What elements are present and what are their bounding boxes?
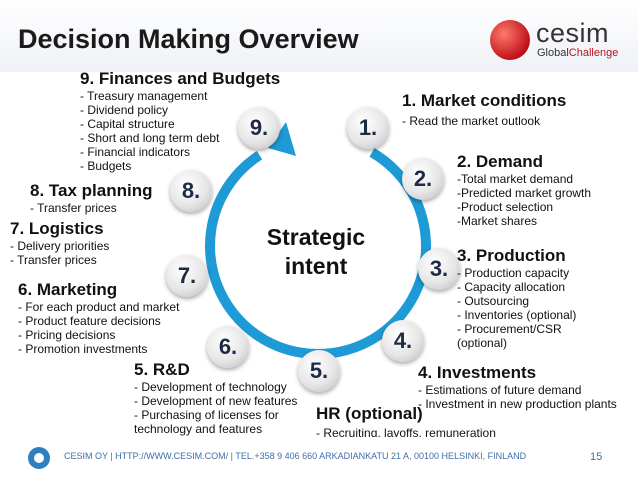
cesim-logo: cesim GlobalChallenge xyxy=(490,18,630,64)
section-tax: 8. Tax planning Transfer prices xyxy=(30,180,152,215)
production-extra: (optional) xyxy=(457,336,508,350)
globe-icon xyxy=(490,20,530,60)
hr-item: Recruiting, layoffs, remuneration xyxy=(316,426,496,440)
rnd-extra: technology and features xyxy=(134,422,263,436)
marketing-item: Pricing decisions xyxy=(18,328,179,342)
step-badge-4: 4. xyxy=(382,320,424,362)
footer-contact: CESIM OY | HTTP://WWW.CESIM.COM/ | TEL.+… xyxy=(64,451,527,461)
rnd-item: Purchasing of licenses for xyxy=(134,408,297,422)
section-logistics: 7. Logistics Delivery priorities Transfe… xyxy=(10,218,109,267)
production-heading: 3. Production xyxy=(457,246,566,265)
demand-item: -Market shares xyxy=(457,214,538,228)
section-marketing: 6. Marketing For each product and market… xyxy=(18,279,179,356)
finances-item: Budgets xyxy=(80,159,280,173)
investments-item: Estimations of future demand xyxy=(418,383,617,397)
production-item: Procurement/CSR xyxy=(457,322,576,336)
section-hr: HR (optional) Recruiting, layoffs, remun… xyxy=(316,403,496,440)
footer-bar: CESIM OY | HTTP://WWW.CESIM.COM/ | TEL.+… xyxy=(0,437,638,478)
marketing-item: For each product and market xyxy=(18,300,179,314)
production-item: Outsourcing xyxy=(457,294,576,308)
step-badge-8: 8. xyxy=(170,170,212,212)
logistics-item: Delivery priorities xyxy=(10,239,109,253)
cycle-ring xyxy=(205,133,431,359)
demand-item: -Predicted market growth xyxy=(457,186,592,200)
rnd-heading: 5. R&D xyxy=(134,360,190,379)
logo-sub-global: Global xyxy=(537,47,569,59)
cesim-mark-icon xyxy=(28,447,50,469)
demand-item: -Total market demand xyxy=(457,172,574,186)
step-badge-2: 2. xyxy=(402,158,444,200)
tax-heading: 8. Tax planning xyxy=(30,181,153,200)
logistics-heading: 7. Logistics xyxy=(10,219,104,238)
production-item: Capacity allocation xyxy=(457,280,576,294)
center-line-2: intent xyxy=(284,253,348,279)
section-finances: 9. Finances and Budgets Treasury managem… xyxy=(80,68,280,173)
market-item: Read the market outlook xyxy=(402,114,566,128)
logo-subtitle: GlobalChallenge xyxy=(537,47,618,59)
rnd-item: Development of new features xyxy=(134,394,297,408)
market-heading: 1. Market conditions xyxy=(402,91,567,110)
investments-item: Investment in new production plants xyxy=(418,397,616,411)
page-title: Decision Making Overview xyxy=(18,24,359,54)
logistics-item: Transfer prices xyxy=(10,253,109,267)
strategic-intent-label: Strategic intent xyxy=(248,223,384,281)
marketing-item: Promotion investments xyxy=(18,342,179,356)
hr-heading: HR (optional) xyxy=(316,404,423,423)
step-badge-5: 5. xyxy=(298,350,340,392)
section-investments: 4. Investments Estimations of future dem… xyxy=(418,362,617,411)
section-demand: 2. Demand -Total market demand -Predicte… xyxy=(457,151,591,228)
finances-item: Treasury management xyxy=(80,89,280,103)
header-bar: Decision Making Overview cesim GlobalCha… xyxy=(0,0,638,72)
step-badge-7: 7. xyxy=(166,255,208,297)
page-number: 15 xyxy=(590,451,603,463)
tax-item: Transfer prices xyxy=(30,201,152,215)
section-market: 1. Market conditions Read the market out… xyxy=(402,90,566,128)
marketing-item: Product feature decisions xyxy=(18,314,179,328)
demand-item: -Product selection xyxy=(457,200,554,214)
production-item: Inventories (optional) xyxy=(457,308,576,322)
production-item: Production capacity xyxy=(457,266,576,280)
finances-heading: 9. Finances and Budgets xyxy=(80,69,281,88)
section-rnd: 5. R&D Development of technology Develop… xyxy=(134,359,297,436)
step-badge-1: 1. xyxy=(347,107,389,149)
demand-heading: 2. Demand xyxy=(457,152,543,171)
finances-item: Dividend policy xyxy=(80,103,280,117)
rnd-item: Development of technology xyxy=(134,380,297,394)
finances-item: Capital structure xyxy=(80,117,280,131)
section-production: 3. Production Production capacity Capaci… xyxy=(457,245,576,350)
center-line-1: Strategic xyxy=(266,224,366,250)
marketing-heading: 6. Marketing xyxy=(18,280,118,299)
investments-heading: 4. Investments xyxy=(418,363,537,382)
finances-item: Short and long term debt xyxy=(80,131,280,145)
finances-item: Financial indicators xyxy=(80,145,280,159)
step-badge-6: 6. xyxy=(207,326,249,368)
logo-wordmark: cesim xyxy=(536,18,610,48)
step-badge-3: 3. xyxy=(418,248,460,290)
logo-sub-challenge: Challenge xyxy=(568,47,619,59)
